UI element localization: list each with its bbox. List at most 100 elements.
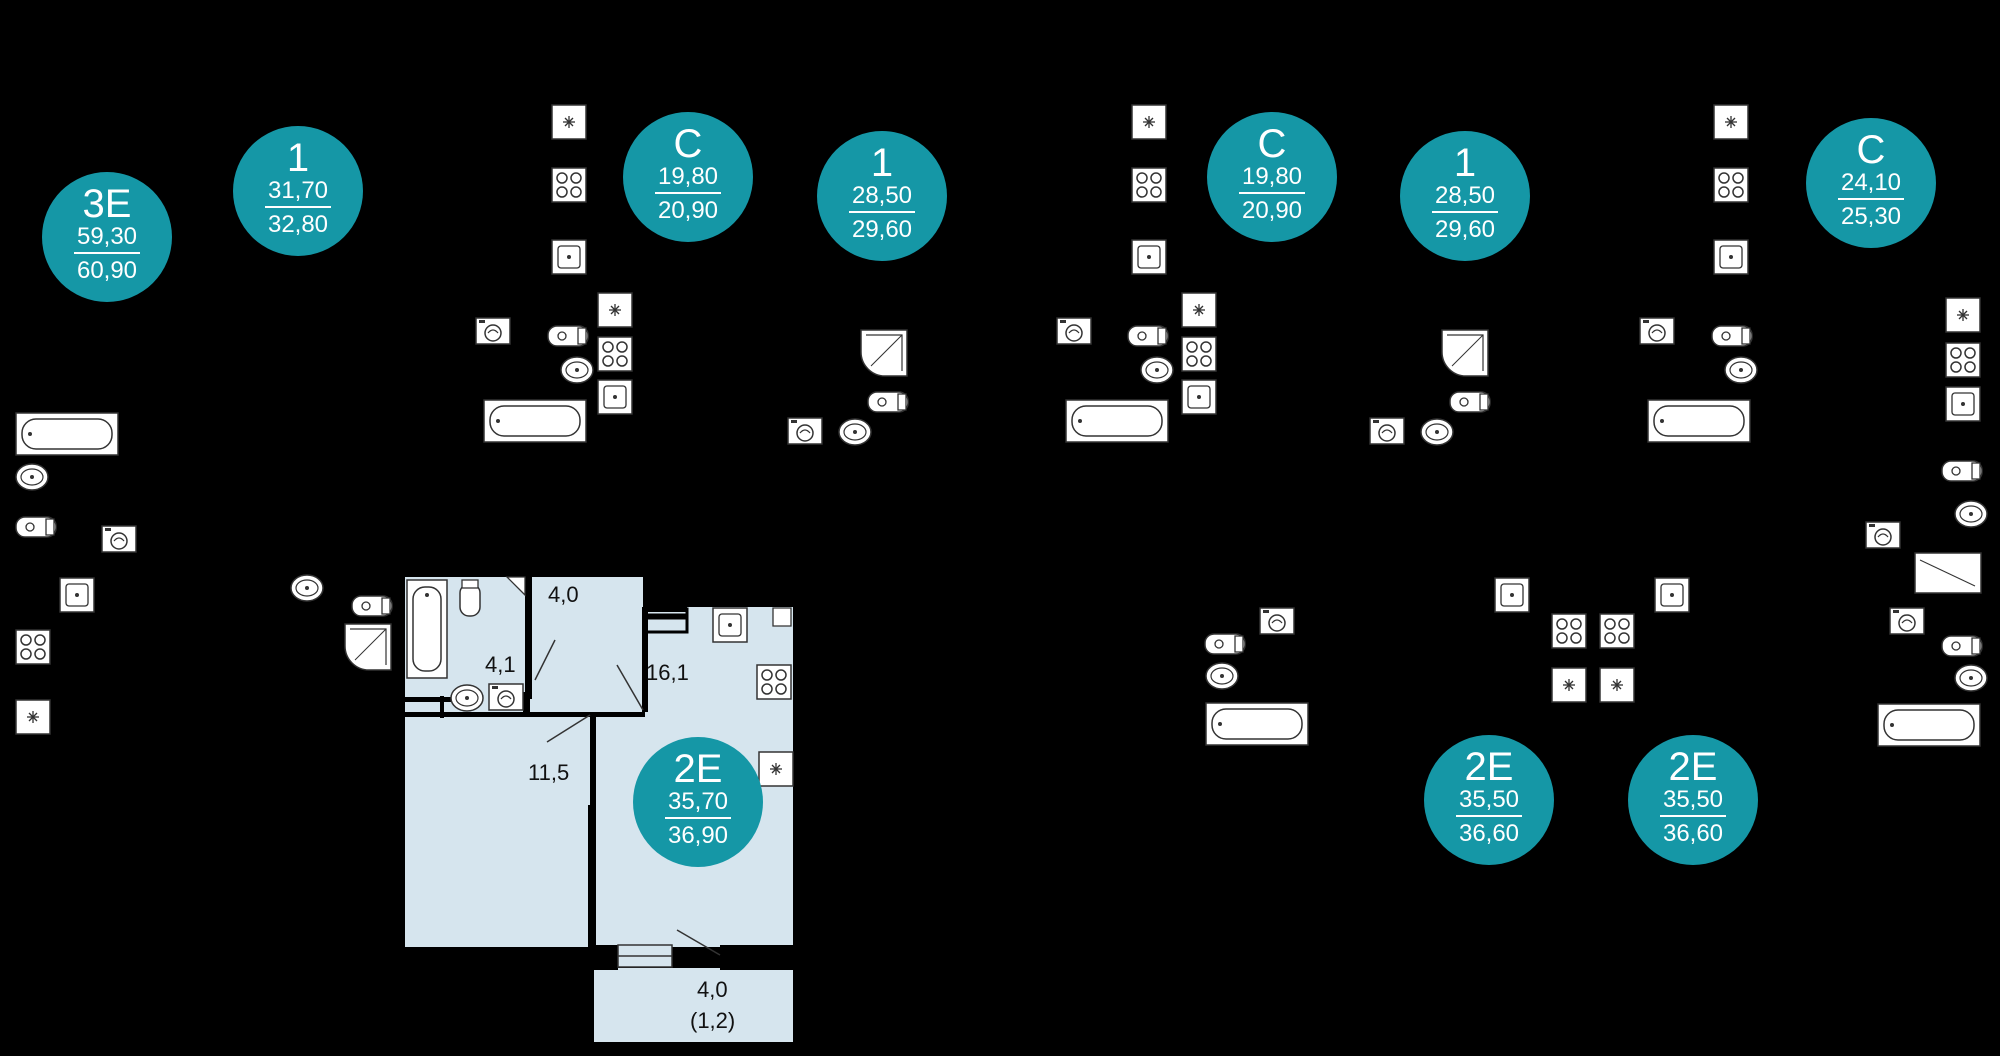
toilet-icon	[1204, 633, 1246, 655]
bathtub-icon	[15, 412, 119, 456]
room-area-entry: 4,0	[548, 582, 579, 607]
room-area-balcony: 4,0	[697, 977, 728, 1002]
toilet-icon	[15, 516, 57, 538]
stove-icon	[1551, 613, 1587, 649]
snowflake-icon	[15, 699, 51, 735]
sink-icon	[1654, 577, 1690, 613]
washing-machine-icon	[101, 525, 137, 553]
unit-badge-c[interactable]: С 19,80 20,90	[1207, 112, 1337, 242]
washing-machine-icon	[1056, 317, 1092, 345]
toilet-icon	[1941, 460, 1983, 482]
sink-icon	[597, 379, 633, 415]
sink-icon	[1954, 500, 1988, 528]
unit-badge-1[interactable]: 1 31,70 32,80	[233, 126, 363, 256]
toilet-icon	[547, 325, 589, 347]
unit-area-living: 19,80	[657, 163, 719, 190]
snowflake-icon	[1181, 292, 1217, 328]
snowflake-icon	[1551, 667, 1587, 703]
sink-icon	[290, 574, 324, 602]
shower-icon	[1441, 329, 1489, 377]
unit-badge-2e[interactable]: 2Е 35,50 36,60	[1628, 735, 1758, 865]
stove-icon	[1945, 342, 1981, 378]
room-area-bathroom: 4,1	[485, 652, 516, 677]
washing-machine-icon	[475, 317, 511, 345]
snowflake-icon	[1131, 104, 1167, 140]
balcony	[594, 968, 793, 1042]
unit-area-total: 36,60	[1662, 820, 1724, 847]
unit-badge-2e[interactable]: 2Е 35,50 36,60	[1424, 735, 1554, 865]
unit-area-total: 20,90	[657, 197, 719, 224]
unit-area-total: 36,90	[667, 822, 729, 849]
unit-area-living: 35,50	[1458, 786, 1520, 813]
washing-machine-icon	[488, 683, 524, 711]
unit-badge-c[interactable]: С 24,10 25,30	[1806, 118, 1936, 248]
unit-area-living: 35,50	[1662, 786, 1724, 813]
unit-badge-c[interactable]: С 19,80 20,90	[623, 112, 753, 242]
washing-machine-icon	[1259, 607, 1295, 635]
toilet-icon	[1449, 391, 1491, 413]
room-area-bedroom: 11,5	[528, 760, 570, 785]
unit-badge-3e[interactable]: 3E 59,30 60,90	[42, 172, 172, 302]
walls	[405, 577, 793, 970]
unit-type: С	[673, 122, 703, 166]
toilet-icon	[459, 579, 481, 617]
unit-badge-2e-selected[interactable]: 2Е 35,70 36,90	[633, 737, 763, 867]
unit-badge-1[interactable]: 1 28,50 29,60	[1400, 131, 1530, 261]
shower-icon	[860, 329, 908, 377]
unit-type: 1	[1453, 141, 1477, 185]
sink-icon	[1205, 662, 1239, 690]
washing-machine-icon	[787, 417, 823, 445]
room-area-kitchen: 16,1	[646, 660, 689, 685]
stove-icon	[756, 664, 792, 700]
sink-icon	[712, 607, 748, 643]
stove-icon	[597, 336, 633, 372]
toilet-icon	[351, 595, 393, 617]
sink-icon	[1954, 664, 1988, 692]
sink-icon	[1713, 239, 1749, 275]
toilet-icon	[1711, 325, 1753, 347]
washing-machine-icon	[1865, 521, 1901, 549]
sink-icon	[1181, 379, 1217, 415]
stove-icon	[1599, 613, 1635, 649]
sink-icon	[1945, 386, 1981, 422]
bathtub-icon	[1065, 399, 1169, 443]
sink-icon	[1131, 239, 1167, 275]
sink-icon	[1494, 577, 1530, 613]
stove-icon	[1131, 167, 1167, 203]
sink-icon	[551, 239, 587, 275]
unit-area-total: 20,90	[1241, 197, 1303, 224]
unit-area-total: 36,60	[1458, 820, 1520, 847]
stove-icon	[1181, 336, 1217, 372]
unit-type: С	[1856, 128, 1886, 172]
sink-icon	[1420, 418, 1454, 446]
snowflake-icon	[758, 751, 794, 787]
room-area-balcony-reduced: (1,2)	[690, 1008, 736, 1033]
toilet-icon	[867, 391, 909, 413]
snowflake-icon	[1945, 297, 1981, 333]
washing-machine-icon	[1889, 607, 1925, 635]
washing-machine-icon	[1639, 317, 1675, 345]
unit-area-total: 29,60	[851, 216, 913, 243]
sink-icon	[1140, 356, 1174, 384]
bathtub-icon	[406, 579, 448, 679]
unit-area-total: 32,80	[267, 211, 329, 238]
unit-area-living: 35,70	[667, 788, 729, 815]
unit-area-total: 25,30	[1840, 203, 1902, 230]
unit-type: 1	[870, 141, 894, 185]
fixtures	[15, 104, 1988, 787]
unit-type: 2Е	[1668, 745, 1718, 789]
sink-icon	[1724, 356, 1758, 384]
unit-area-living: 31,70	[267, 177, 329, 204]
unit-type: 2Е	[673, 747, 723, 791]
unit-type: 1	[286, 136, 310, 180]
sink-icon	[15, 463, 49, 491]
toilet-icon	[1127, 325, 1169, 347]
unit-area-total: 29,60	[1434, 216, 1496, 243]
balcony-door	[617, 929, 721, 968]
unit-badge-1[interactable]: 1 28,50 29,60	[817, 131, 947, 261]
toilet-icon	[1941, 635, 1983, 657]
unit-type: 2Е	[1464, 745, 1514, 789]
unit-area-living: 28,50	[851, 182, 913, 209]
unit-type: 3E	[82, 182, 132, 226]
